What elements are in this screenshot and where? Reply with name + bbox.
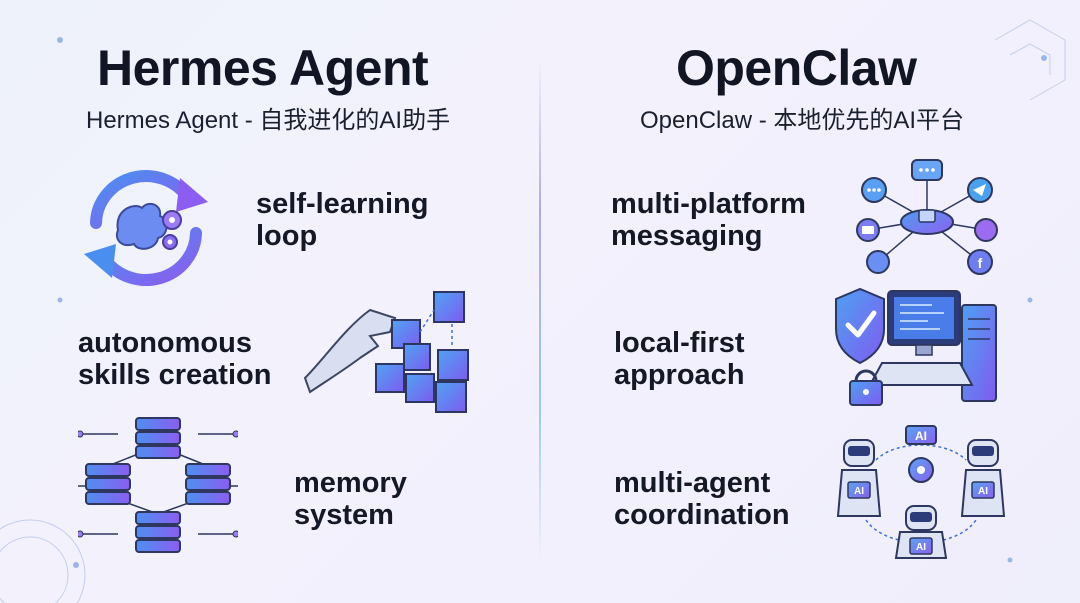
memory-system-servers-icon [78,417,238,553]
openclaw-title: OpenClaw [676,40,917,96]
feature-line: skills creation [78,359,272,391]
feature-multi-platform-messaging: multi-platform messaging [611,188,806,252]
self-learning-loop-icon [84,170,208,286]
feature-line: approach [614,359,745,391]
feature-multi-agent-coordination: multi-agent coordination [614,467,790,531]
feature-line: system [294,499,394,531]
feature-local-first-approach: local-first approach [614,327,745,391]
multi-agent-robots-icon: AI AI AI AI [836,425,1006,559]
svg-text:f: f [978,255,983,271]
feature-line: multi-agent [614,467,771,499]
messaging-hub-icon: f [856,159,998,275]
hermes-title: Hermes Agent [97,40,429,96]
feature-line: local-first [614,327,745,359]
feature-self-learning-loop: self-learning loop [256,188,428,252]
robot-hand-building-blocks-icon [303,291,469,413]
feature-line: multi-platform [611,188,806,220]
ai-badge-label: AI [915,429,927,443]
feature-line: memory [294,467,407,499]
feature-line: self-learning [256,188,429,220]
feature-line: messaging [611,220,763,252]
feature-autonomous-skills-creation: autonomous skills creation [78,327,271,391]
feature-line: loop [256,220,318,252]
ai-chest-label: AI [978,486,988,497]
ai-chest-label: AI [916,542,926,553]
local-computer-shield-icon [835,287,997,406]
ai-chest-label: AI [854,486,864,497]
feature-line: autonomous [78,327,252,359]
hermes-subtitle: Hermes Agent - 自我进化的AI助手 [86,107,451,134]
feature-memory-system: memory system [294,467,407,531]
openclaw-subtitle: OpenClaw - 本地优先的AI平台 [640,107,965,134]
column-divider [539,60,541,558]
feature-line: coordination [614,499,790,531]
